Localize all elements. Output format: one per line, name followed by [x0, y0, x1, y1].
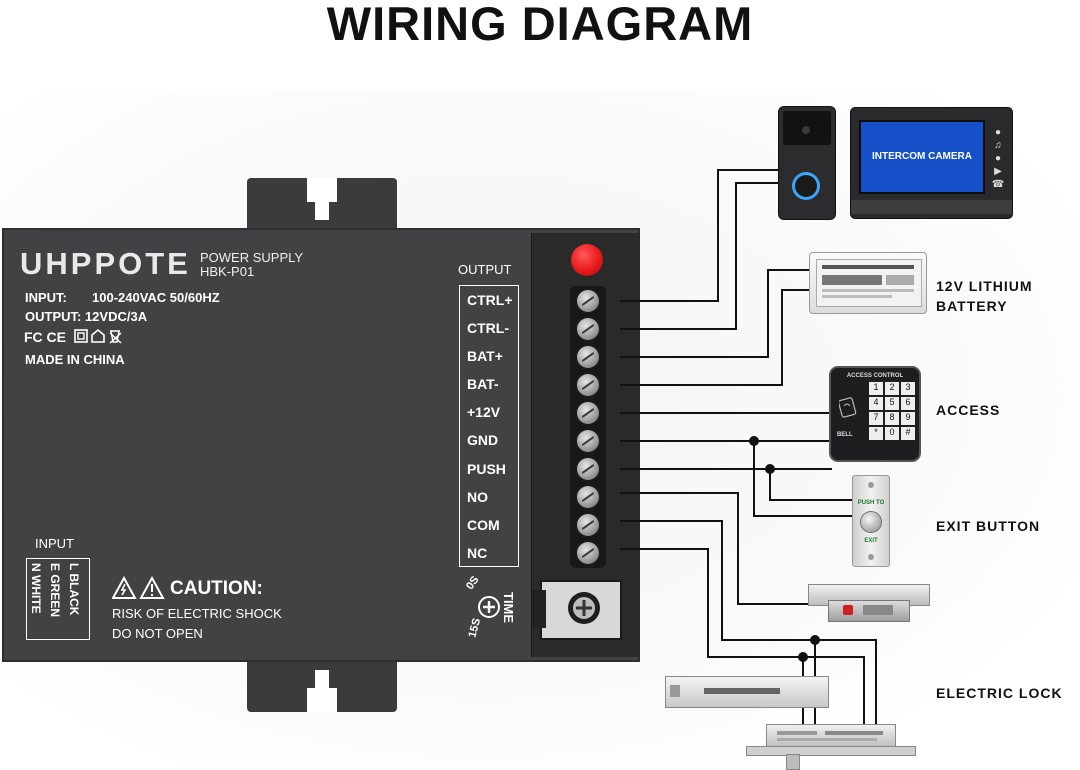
input-wire-n: N WHITE — [29, 563, 43, 614]
brand-logo: UHPPOTE — [20, 246, 191, 281]
input-spec-value: 100-240VAC 50/60HZ — [92, 290, 220, 305]
certification-marks: FC CE — [24, 328, 126, 347]
exit-push-button[interactable] — [861, 512, 881, 532]
input-wire-e: E GREEN — [48, 563, 62, 618]
page-title: WIRING DIAGRAM — [326, 0, 754, 50]
terminal-screw-12v[interactable] — [577, 402, 599, 424]
mount-tab-bottom — [247, 656, 397, 712]
key-hash[interactable]: # — [901, 427, 915, 440]
output-spec: OUTPUT: 12VDC/3A — [25, 309, 148, 324]
doorbell-button-icon — [795, 175, 817, 197]
intercom-screen: INTERCOM CAMERA — [861, 122, 983, 192]
key-5[interactable]: 5 — [885, 397, 899, 410]
product-model: HBK-P01 — [200, 264, 255, 279]
terminal-screw-ctrl-minus[interactable] — [577, 318, 599, 340]
product-type: POWER SUPPLY — [200, 250, 304, 265]
keypad-header: ACCESS CONTROL — [846, 373, 904, 379]
electric-strike-body — [828, 600, 910, 622]
monitor-side-buttons: ●♫●▶☎ — [991, 127, 1005, 190]
keypad-grid: 1 2 3 4 5 6 7 8 9 * 0 # — [869, 382, 915, 440]
ac-input-block — [532, 580, 622, 640]
key-0[interactable]: 0 — [885, 427, 899, 440]
ac-screw-icon — [573, 597, 595, 619]
electric-lock-label: ELECTRIC LOCK — [936, 685, 1063, 701]
drop-bolt-lock — [766, 724, 896, 748]
terminal-label-bat-minus: BAT- — [467, 376, 499, 392]
made-in-label: MADE IN CHINA — [25, 352, 125, 367]
input-spec-label: INPUT: — [25, 290, 67, 305]
caution-line1: RISK OF ELECTRIC SHOCK — [112, 606, 282, 621]
terminal-label-12v: +12V — [467, 404, 501, 420]
rfid-card-icon — [839, 397, 857, 418]
key-1[interactable]: 1 — [869, 382, 883, 395]
time-label: TIME — [501, 592, 516, 624]
input-heading: INPUT — [35, 536, 74, 551]
key-6[interactable]: 6 — [901, 397, 915, 410]
key-9[interactable]: 9 — [901, 412, 915, 425]
terminal-screw-ctrl-plus[interactable] — [577, 290, 599, 312]
key-star[interactable]: * — [869, 427, 883, 440]
input-wire-l: L BLACK — [67, 563, 81, 616]
terminal-label-ctrl-plus: CTRL+ — [467, 292, 513, 308]
key-7[interactable]: 7 — [869, 412, 883, 425]
terminal-screw-bat-plus[interactable] — [577, 346, 599, 368]
terminal-screw-no[interactable] — [577, 486, 599, 508]
exit-button-label: EXIT BUTTON — [936, 518, 1041, 534]
input-wire-box: L BLACK E GREEN N WHITE — [26, 558, 90, 640]
terminal-screw-bat-minus[interactable] — [577, 374, 599, 396]
key-2[interactable]: 2 — [885, 382, 899, 395]
battery-label-line1: 12V LITHIUM — [936, 278, 1033, 294]
lithium-battery — [809, 252, 927, 314]
doorbell-camera — [779, 107, 835, 219]
exit-plate-top-text: PUSH TO — [857, 500, 885, 506]
key-3[interactable]: 3 — [901, 382, 915, 395]
terminal-label-no: NO — [467, 489, 488, 505]
terminal-label-com: COM — [467, 517, 500, 533]
caution-title: CAUTION: — [170, 578, 263, 599]
terminal-label-bat-plus: BAT+ — [467, 348, 503, 364]
drop-bolt-pin — [786, 754, 800, 770]
terminal-screw-gnd[interactable] — [577, 430, 599, 452]
terminal-label-nc: NC — [467, 545, 488, 561]
power-led — [571, 244, 603, 276]
exit-button-plate: PUSH TO EXIT — [852, 475, 890, 567]
terminal-label-gnd: GND — [467, 432, 499, 448]
terminal-screw-push[interactable] — [577, 458, 599, 480]
output-heading: OUTPUT — [458, 262, 512, 277]
terminal-label-ctrl-minus: CTRL- — [467, 320, 509, 336]
magnetic-lock — [665, 676, 829, 708]
caution-line2: DO NOT OPEN — [112, 626, 203, 641]
terminal-screw-nc[interactable] — [577, 542, 599, 564]
access-label: ACCESS — [936, 402, 1001, 418]
cert-icons — [74, 328, 122, 344]
cert-text: FC CE — [24, 329, 66, 345]
exit-plate-bottom-text: EXIT — [864, 538, 878, 544]
intercom-screen-text: INTERCOM CAMERA — [872, 151, 972, 162]
warning-icons — [112, 576, 165, 599]
terminal-label-push: PUSH — [467, 461, 506, 477]
key-8[interactable]: 8 — [885, 412, 899, 425]
keypad-bell: BELL — [837, 432, 853, 438]
drop-bolt-plate — [746, 746, 916, 756]
terminal-label-box: CTRL+ CTRL- BAT+ BAT- +12V GND PUSH NO C… — [459, 285, 519, 567]
time-adjust-knob[interactable] — [476, 594, 502, 620]
key-4[interactable]: 4 — [869, 397, 883, 410]
mount-tab-top — [247, 178, 397, 234]
intercom-monitor: INTERCOM CAMERA ●♫●▶☎ — [851, 108, 1012, 218]
battery-label-line2: BATTERY — [936, 298, 1008, 314]
terminal-screw-com[interactable] — [577, 514, 599, 536]
access-keypad: ACCESS CONTROL BELL 1 2 3 4 5 6 7 8 9 * … — [831, 368, 919, 460]
